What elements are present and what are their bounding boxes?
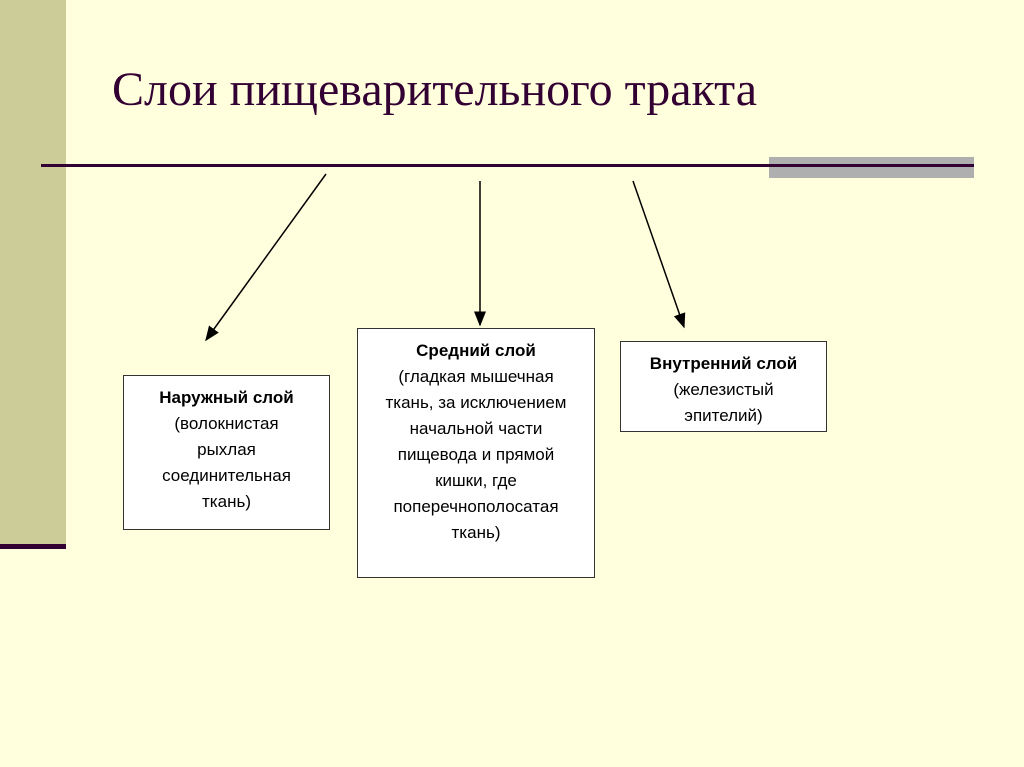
box-body: (гладкая мышечная ткань, за исключением … — [385, 367, 567, 542]
arrow-inner — [632, 180, 686, 329]
outer-layer-box: Наружный слой (волокнистая рыхлая соедин… — [123, 375, 330, 530]
box-heading: Средний слой — [416, 341, 536, 360]
slide-title: Слои пищеварительного тракта — [112, 63, 758, 116]
box-body: (волокнистая рыхлая соединительная ткань… — [162, 414, 291, 511]
box-heading: Наружный слой — [159, 388, 294, 407]
box-heading: Внутренний слой — [649, 354, 798, 373]
left-accent-line — [0, 544, 66, 549]
arrow-outer — [205, 173, 327, 342]
title-rule — [41, 164, 974, 167]
middle-layer-box: Средний слой (гладкая мышечная ткань, за… — [357, 328, 595, 578]
title-rule-accent — [769, 157, 974, 178]
inner-layer-box: Внутренний слой (железистый эпителий) — [620, 341, 827, 432]
box-body: (железистый эпителий) — [673, 380, 774, 425]
left-accent-bar — [0, 0, 66, 544]
